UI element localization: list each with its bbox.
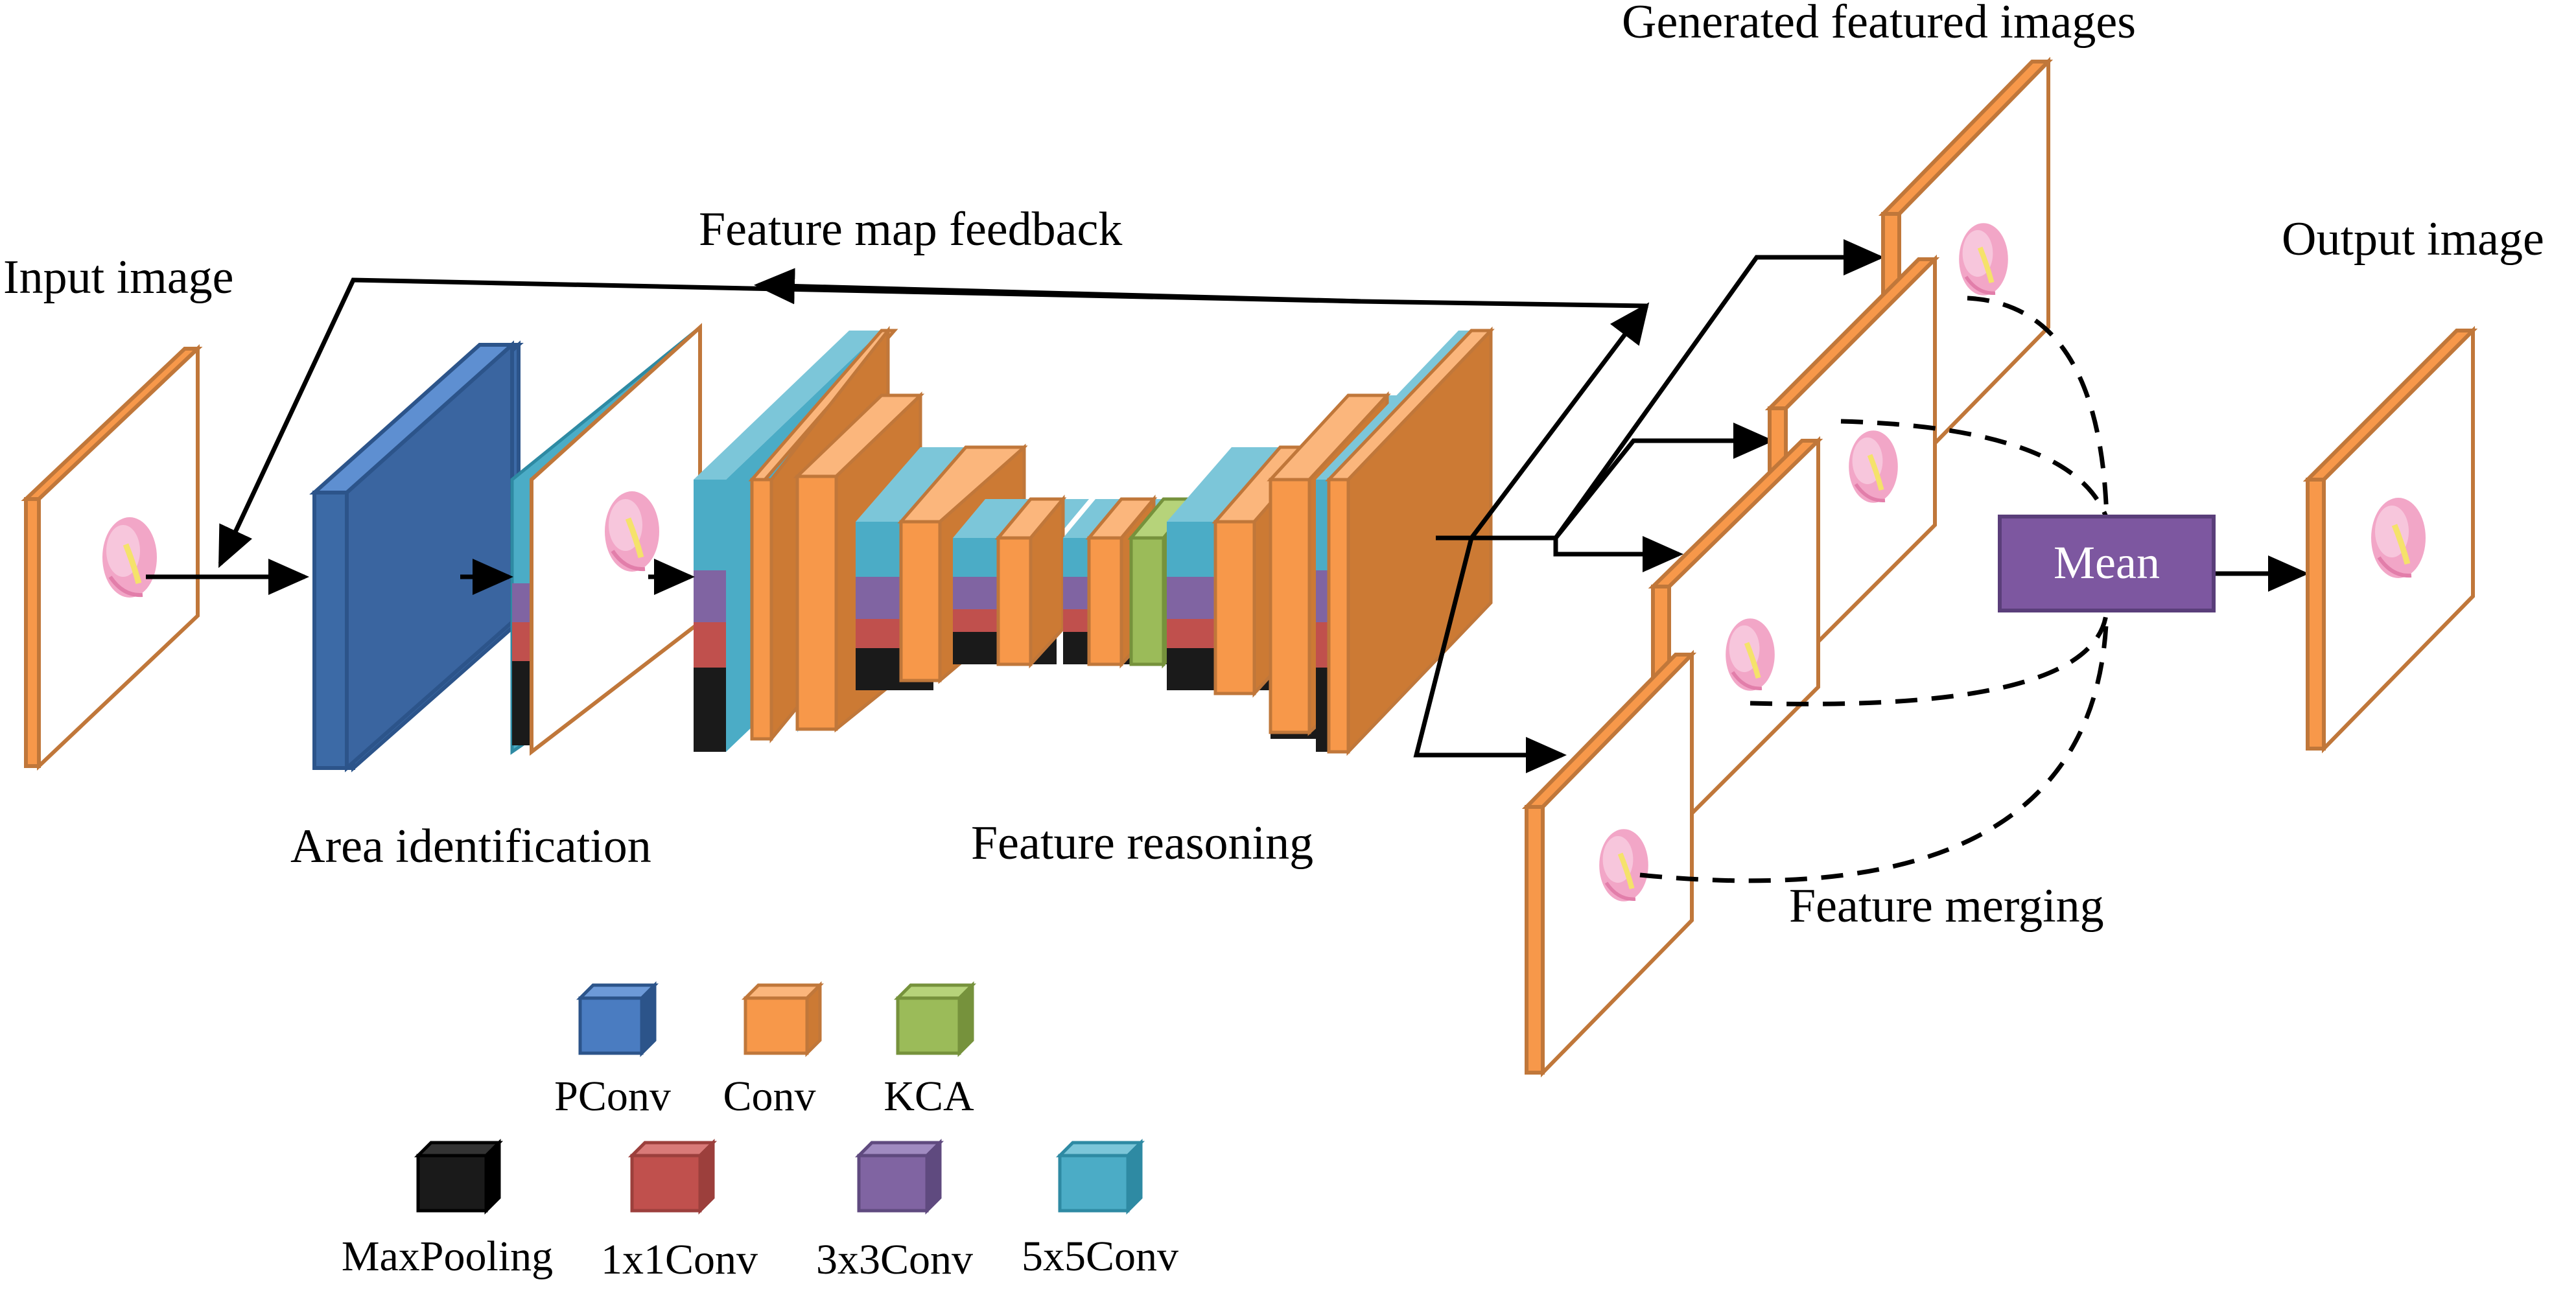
legend-swatch-kca [896, 996, 961, 1055]
legend-pconv: PConv [554, 981, 671, 1120]
legend-label-pconv: PConv [554, 1073, 671, 1120]
mean-box: Mean [1998, 515, 2216, 612]
legend-maxpooling: MaxPooling [342, 1138, 553, 1280]
pconv-blocks [309, 340, 524, 773]
legend-swatch-1x1conv [630, 1154, 702, 1213]
mean-label: Mean [2054, 537, 2160, 588]
legend-swatch-maxpooling [416, 1154, 488, 1213]
feature-reasoning-stack [694, 325, 1495, 756]
legend-label-3x3conv: 3x3Conv [816, 1236, 973, 1283]
legend-label-5x5conv: 5x5Conv [1022, 1233, 1178, 1280]
input-image-label: Input image [3, 251, 234, 304]
legend-swatch-conv [744, 996, 809, 1055]
legend-swatch-3x3conv [857, 1154, 929, 1213]
feature-map-feedback-label: Feature map feedback [699, 203, 1122, 256]
feature-reasoning-label: Feature reasoning [971, 817, 1313, 870]
legend-label-1x1conv: 1x1Conv [601, 1236, 758, 1283]
feature-merging-label: Feature merging [1789, 879, 2104, 933]
legend-swatch-5x5conv [1058, 1154, 1130, 1213]
legend-label-kca: KCA [884, 1073, 974, 1120]
area-id-output-frame [510, 323, 702, 756]
output-image-label: Output image [2282, 213, 2544, 266]
area-identification-label: Area identification [290, 820, 651, 873]
legend-label-maxpooling: MaxPooling [342, 1233, 553, 1280]
legend-swatch-pconv [578, 996, 644, 1055]
legend-kca: KCA [884, 981, 977, 1120]
legend: PConv Conv KCA MaxPooling 1x1Conv [342, 981, 1178, 1283]
generated-image-bottom [1521, 649, 1697, 1078]
legend-5x5conv: 5x5Conv [1022, 1138, 1178, 1280]
flow-arrows [146, 239, 2309, 773]
merge-lines [1639, 296, 2109, 883]
legend-1x1conv: 1x1Conv [601, 1138, 758, 1283]
generated-featured-images-label: Generated featured images [1622, 0, 2136, 49]
generated-image-2 [1764, 254, 1940, 679]
legend-label-conv: Conv [723, 1073, 815, 1120]
legend-3x3conv: 3x3Conv [816, 1138, 973, 1283]
legend-conv: Conv [723, 981, 825, 1120]
input-image-frame [21, 344, 203, 771]
output-image-frame [2302, 325, 2478, 754]
